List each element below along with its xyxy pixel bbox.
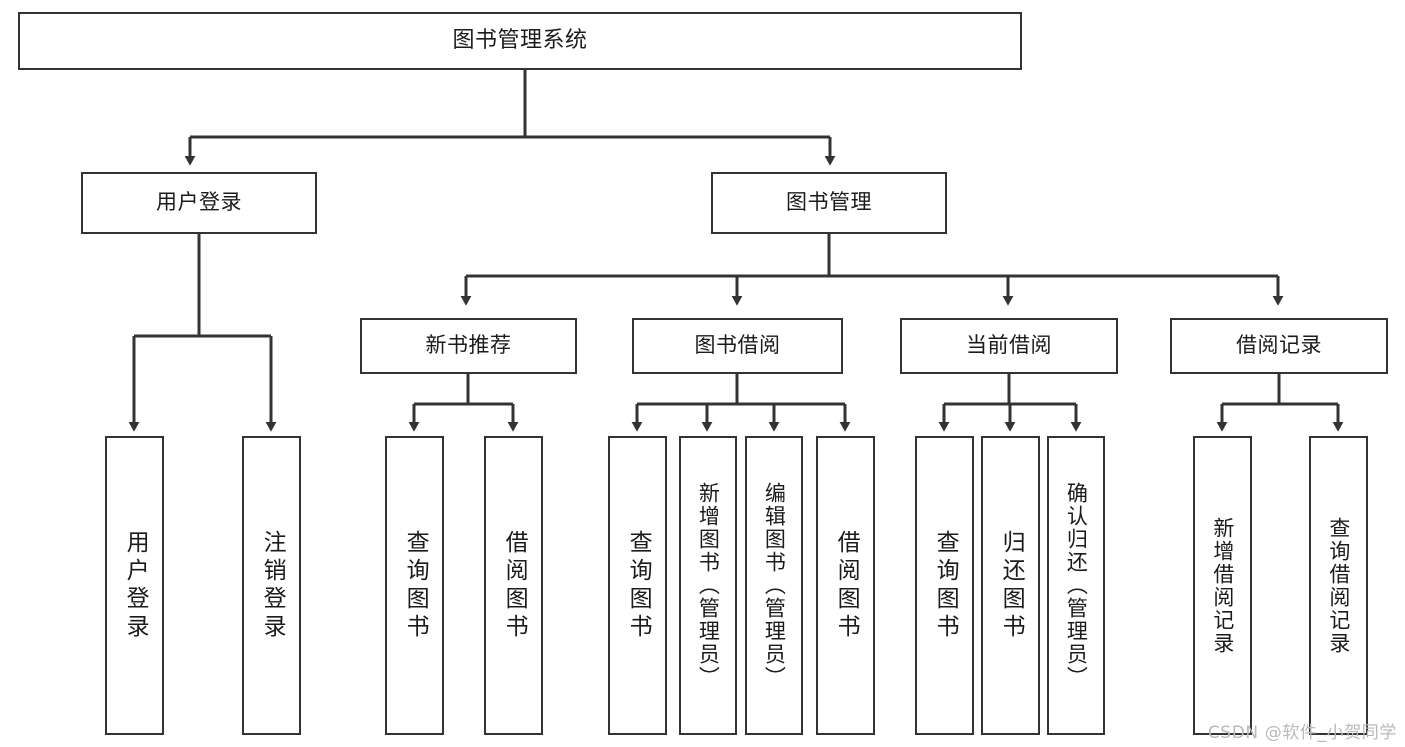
- node-label: 借阅记录: [1236, 333, 1322, 358]
- leaf-new-book-borrow-book[interactable]: 借阅图书: [484, 436, 543, 735]
- node-root-book-management-system[interactable]: 图书管理系统: [18, 12, 1022, 70]
- node-label: 归还图书: [998, 529, 1025, 642]
- node-label: 查询图书: [402, 529, 429, 642]
- node-label: 图书管理: [786, 190, 872, 215]
- leaf-current-borrow-query-book[interactable]: 查询图书: [915, 436, 974, 735]
- leaf-borrow-record-add-record[interactable]: 新增借阅记录: [1193, 436, 1252, 735]
- node-label: 新增借阅记录: [1210, 516, 1235, 655]
- leaf-current-borrow-return-book[interactable]: 归还图书: [981, 436, 1040, 735]
- watermark: CSDN @软件_小贺同学: [1207, 723, 1397, 743]
- node-current-borrow[interactable]: 当前借阅: [900, 318, 1118, 374]
- node-label: 新书推荐: [425, 333, 512, 358]
- node-label: 用户登录: [122, 529, 149, 642]
- node-book-borrow[interactable]: 图书借阅: [632, 318, 843, 374]
- node-label: 图书管理系统: [452, 27, 588, 53]
- node-label: 借阅图书: [501, 529, 528, 642]
- leaf-new-book-query-book[interactable]: 查询图书: [385, 436, 444, 735]
- node-label: 编辑图书（管理员）: [762, 482, 787, 689]
- node-book-management[interactable]: 图书管理: [711, 172, 947, 234]
- leaf-user-login-signin[interactable]: 用户登录: [105, 436, 164, 735]
- leaf-user-login-logout[interactable]: 注销登录: [242, 436, 301, 735]
- node-user-login[interactable]: 用户登录: [81, 172, 317, 234]
- node-new-book-recommendation[interactable]: 新书推荐: [360, 318, 577, 374]
- node-label: 当前借阅: [966, 333, 1052, 358]
- node-label: 用户登录: [156, 190, 242, 215]
- leaf-borrow-record-query-record[interactable]: 查询借阅记录: [1309, 436, 1368, 735]
- node-label: 新增图书（管理员）: [696, 482, 721, 689]
- node-label: 查询图书: [625, 529, 652, 642]
- node-label: 注销登录: [259, 529, 286, 642]
- node-label: 查询借阅记录: [1326, 516, 1351, 655]
- node-label: 图书借阅: [694, 333, 781, 358]
- leaf-book-borrow-query-book[interactable]: 查询图书: [608, 436, 667, 735]
- leaf-book-borrow-add-book-admin[interactable]: 新增图书（管理员）: [679, 436, 737, 735]
- leaf-book-borrow-edit-book-admin[interactable]: 编辑图书（管理员）: [745, 436, 803, 735]
- leaf-current-borrow-confirm-return-admin[interactable]: 确认归还（管理员）: [1047, 436, 1105, 735]
- leaf-book-borrow-borrow-book[interactable]: 借阅图书: [816, 436, 875, 735]
- node-label: 借阅图书: [833, 529, 860, 642]
- node-label: 确认归还（管理员）: [1064, 482, 1089, 689]
- node-label: 查询图书: [932, 529, 959, 642]
- node-borrow-record[interactable]: 借阅记录: [1170, 318, 1388, 374]
